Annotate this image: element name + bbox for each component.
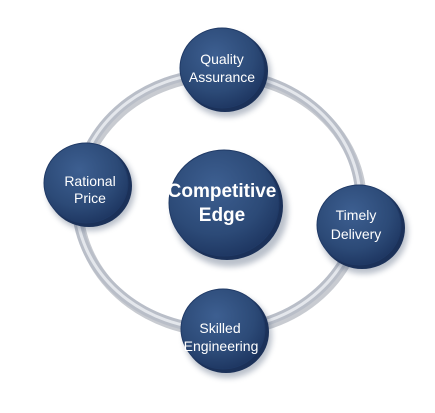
node-label-line2: Engineering: [184, 338, 259, 354]
node-label-line2: Price: [74, 190, 106, 206]
node-skilled-engineering: Skilled Engineering: [180, 288, 269, 373]
node-timely-delivery: Timely Delivery: [316, 184, 405, 269]
node-label-line1: Timely: [336, 207, 377, 223]
node-label-line2: Assurance: [189, 69, 255, 85]
center-node: Competitive Edge: [168, 149, 283, 260]
center-label-line1: Competitive: [168, 181, 277, 202]
node-label-line1: Quality: [200, 51, 244, 67]
node-label-line1: Rational: [64, 173, 115, 189]
node-quality-assurance: Quality Assurance: [179, 27, 268, 112]
node-rational-price: Rational Price: [43, 142, 132, 227]
node-label-line1: Skilled: [199, 320, 240, 336]
center-label-line2: Edge: [199, 205, 245, 226]
node-label-line2: Delivery: [331, 226, 382, 242]
